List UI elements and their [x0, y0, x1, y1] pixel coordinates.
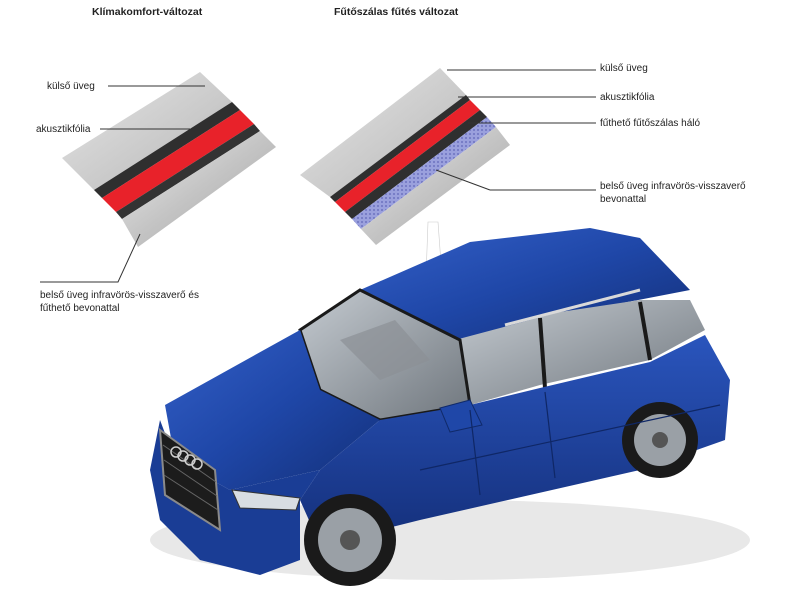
car-c-pillar [638, 301, 652, 361]
left-acoustic-foil-label: akusztikfólia [36, 124, 91, 135]
car-headlight [231, 489, 301, 511]
car-roof [360, 228, 690, 340]
car-front-wheel [304, 494, 396, 586]
left-outer-glass-layer [62, 72, 232, 190]
right-acoustic-foil-label: akusztikfólia [600, 92, 655, 103]
right-heating-mesh-label: fűthető fűtőszálas háló [600, 118, 701, 129]
left-dark-interlayer [94, 102, 240, 198]
car-grille [158, 427, 222, 532]
right-leader-lines [435, 69, 596, 191]
car-illustration [150, 228, 750, 586]
car-body-side [300, 335, 730, 545]
left-inner-glass-layer [122, 131, 276, 247]
car-door-lines [419, 391, 721, 496]
left-inner-glass-label-line1: belső üveg infravörös-visszaverő és [40, 290, 199, 301]
right-outer-glass-layer [300, 68, 466, 197]
right-acoustic-foil-layer [335, 100, 480, 212]
car-grille-slats [162, 444, 219, 511]
car-badge-rings [170, 446, 203, 470]
left-glass-cross-section [62, 72, 276, 247]
car-rear-wheel [622, 402, 698, 478]
right-glass-cross-section [300, 68, 510, 245]
right-inner-glass-label-line1: belső üveg infravörös-visszaverő [600, 181, 746, 192]
left-acoustic-foil-layer [102, 110, 254, 212]
car-interior-seat [340, 320, 430, 380]
right-dark-interlayer-2 [345, 110, 487, 219]
car-hood [165, 330, 380, 490]
left-dark-interlayer-2 [116, 124, 260, 219]
right-inner-glass-label-line2: bevonattal [600, 194, 647, 205]
left-outer-glass-label: külső üveg [47, 81, 95, 92]
car-roof-rail [504, 288, 641, 327]
left-variant-title: Klímakomfort-változat [92, 6, 203, 18]
right-outer-glass-label: külső üveg [600, 63, 648, 74]
left-leader-lines [40, 85, 205, 283]
right-dark-interlayer [330, 95, 470, 202]
right-inner-glass-layer [361, 127, 510, 245]
car-b-pillar [538, 317, 547, 389]
right-heating-mesh-layer [352, 117, 496, 229]
right-variant-title: Fűtőszálas fűtés változat [334, 6, 459, 18]
left-inner-glass-label-line2: fűthető bevonattal [40, 303, 120, 314]
